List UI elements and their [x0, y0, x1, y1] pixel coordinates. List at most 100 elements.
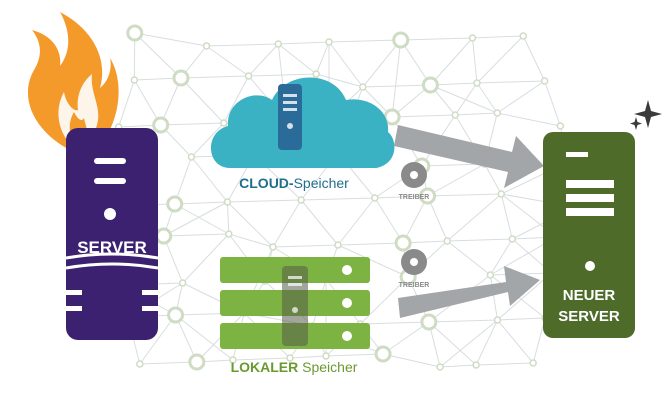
- network-link: [497, 319, 534, 364]
- network-link: [337, 244, 409, 278]
- network-node: [436, 363, 444, 371]
- network-node: [229, 356, 237, 364]
- network-link: [477, 80, 545, 84]
- network-node: [244, 72, 253, 80]
- network-node: [371, 194, 379, 202]
- server-slot-bottom-right: [142, 290, 158, 295]
- cloud-unit-slot-3: [283, 108, 297, 111]
- network-node: [178, 279, 187, 287]
- network-link: [400, 37, 473, 41]
- network-link: [476, 82, 498, 114]
- cloud-label: CLOUD-Speicher: [239, 175, 349, 191]
- network-link: [382, 353, 441, 368]
- network-node: [443, 237, 451, 245]
- network-node: [473, 79, 481, 87]
- network-link: [134, 32, 207, 47]
- server-label: SERVER: [77, 238, 147, 257]
- network-link: [206, 43, 279, 47]
- network-node: [223, 198, 232, 206]
- network-link: [277, 43, 317, 75]
- network-node: [297, 196, 305, 204]
- local-label-regular: Speicher: [298, 359, 357, 375]
- network-link: [497, 317, 546, 321]
- network-link: [227, 201, 274, 248]
- network-node: [202, 42, 211, 50]
- network-link: [139, 314, 176, 365]
- network-node: [312, 70, 320, 78]
- network-node: [167, 306, 185, 324]
- network-link: [428, 319, 498, 323]
- network-link: [139, 361, 197, 365]
- network-node: [394, 234, 412, 252]
- network-link: [301, 197, 375, 201]
- arrow-local-to-new-server: [398, 266, 540, 318]
- network-link: [475, 319, 498, 366]
- network-link: [500, 193, 513, 240]
- network-link: [439, 319, 498, 368]
- network-link: [328, 39, 401, 43]
- cloud-unit-slot-2: [283, 101, 297, 104]
- network-link: [455, 112, 498, 116]
- local-storage-overlay-slot-2: [288, 283, 302, 286]
- network-node: [419, 187, 437, 205]
- server-slot-second: [94, 178, 126, 184]
- network-link: [223, 75, 250, 124]
- network-node: [392, 31, 410, 49]
- network-link: [374, 197, 404, 244]
- server-tower: [66, 128, 158, 340]
- network-link: [289, 355, 327, 359]
- network-node: [286, 354, 294, 362]
- network-node: [220, 119, 228, 127]
- local-storage: LOKALER Speicher: [220, 257, 370, 375]
- network-node: [508, 235, 517, 243]
- network-node: [225, 230, 233, 238]
- network-node: [126, 24, 144, 42]
- network-node: [325, 38, 333, 46]
- network-link: [446, 193, 502, 242]
- local-storage-led-bottom: [342, 331, 352, 341]
- network-node: [493, 109, 502, 117]
- arrows: [394, 125, 544, 318]
- network-link: [272, 199, 302, 248]
- new-server-slot-2: [566, 180, 614, 188]
- network-node: [334, 241, 342, 249]
- network-link: [325, 353, 384, 357]
- network-link: [430, 84, 498, 114]
- network-node: [556, 122, 565, 130]
- network-link: [489, 238, 513, 276]
- network-link: [191, 156, 228, 203]
- new-server-label-line2: SERVER: [558, 308, 620, 325]
- local-storage-led-middle: [342, 298, 352, 308]
- network-link: [160, 122, 224, 126]
- new-server-label-line1: NEUER: [563, 287, 616, 304]
- cloud-unit-led: [287, 123, 293, 129]
- cloud-unit-slot-1: [283, 94, 297, 97]
- sparkle-icon: [634, 100, 662, 128]
- network-link: [180, 75, 249, 79]
- network-link: [374, 195, 428, 199]
- network-link: [278, 41, 330, 45]
- server-band-top: [65, 252, 159, 260]
- network-node: [451, 111, 459, 119]
- network-node: [497, 190, 506, 198]
- network-link: [118, 79, 135, 128]
- new-server: NEUER SERVER: [543, 100, 662, 338]
- network-node: [529, 359, 537, 367]
- network-link: [316, 73, 363, 88]
- network-link: [182, 233, 230, 284]
- network-link: [427, 193, 502, 197]
- driver-label: TREIBER: [399, 282, 430, 289]
- driver-bottom: TREIBER: [399, 249, 430, 289]
- new-server-slot-4: [566, 208, 614, 216]
- server-slot-bottom-right-2: [142, 306, 158, 311]
- network-link: [446, 240, 491, 276]
- network-link: [191, 122, 225, 158]
- network-node: [130, 76, 139, 84]
- server-power-led: [104, 208, 116, 220]
- network-link: [163, 201, 228, 237]
- network-node: [468, 34, 477, 42]
- network-node: [374, 345, 392, 363]
- new-server-slot-3: [566, 194, 614, 202]
- new-server-slot-1: [566, 152, 588, 157]
- network-link: [421, 163, 485, 167]
